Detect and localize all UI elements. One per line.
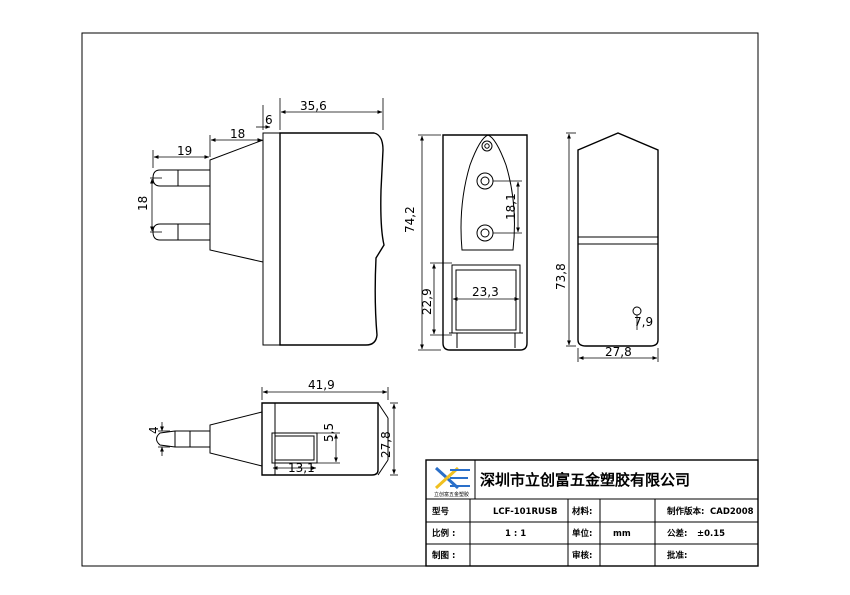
version-value: CAD2008 bbox=[710, 507, 754, 517]
dim-side-width: 35,6 bbox=[300, 99, 327, 113]
dim-side-pin-base: 18 bbox=[230, 127, 245, 141]
unit-label: 单位: bbox=[572, 528, 592, 539]
dim-top-pin-dia: 4 bbox=[147, 426, 161, 434]
drawing-frame bbox=[81, 32, 759, 567]
front-socket-lower bbox=[476, 224, 494, 242]
scale-value: 1 : 1 bbox=[505, 529, 526, 539]
company-name: 深圳市立创富五金塑胶有限公司 bbox=[480, 471, 690, 489]
dim-front-height: 74,2 bbox=[403, 206, 417, 233]
front-socket-upper bbox=[476, 172, 494, 190]
dim-side-pin-gap: 18 bbox=[136, 196, 150, 211]
top-pin bbox=[156, 430, 210, 448]
side-view: 35,6 6 18 19 18 bbox=[136, 98, 385, 346]
approve-label: 批准: bbox=[667, 550, 687, 561]
version-label: 制作版本: bbox=[667, 506, 704, 517]
review-label: 审核: bbox=[572, 550, 592, 561]
back-hole bbox=[632, 306, 642, 316]
dim-front-pin-spacing: 18,1 bbox=[504, 193, 518, 220]
front-view: 74,2 18,1 22,9 23,3 bbox=[403, 134, 528, 351]
dim-top-length: 41,9 bbox=[308, 378, 335, 392]
logo-text: 立创富五金塑胶 bbox=[434, 491, 469, 498]
dim-front-usb-width: 23,3 bbox=[472, 285, 499, 299]
front-screw-hole bbox=[481, 140, 493, 152]
dim-top-depth: 27,8 bbox=[379, 431, 393, 458]
scale-label: 比例 : bbox=[432, 528, 455, 539]
top-usb-port bbox=[271, 432, 318, 464]
dim-side-ridge: 6 bbox=[265, 113, 273, 127]
company-logo: 立创富五金塑胶 bbox=[434, 466, 470, 498]
dim-back-hole: 7,9 bbox=[634, 315, 653, 329]
dim-front-usb-height: 22,9 bbox=[420, 288, 434, 315]
dim-back-width: 27,8 bbox=[605, 345, 632, 359]
unit-value: mm bbox=[613, 529, 631, 539]
material-label: 材料: bbox=[571, 506, 592, 517]
back-view: 73,8 7,9 27,8 bbox=[554, 132, 659, 362]
dim-side-pin-length: 19 bbox=[177, 144, 192, 158]
tolerance-value: ±0.15 bbox=[697, 529, 725, 539]
dim-top-usb-width: 13,1 bbox=[288, 461, 315, 475]
drawn-label: 制图 : bbox=[432, 550, 455, 561]
tolerance-label: 公差: bbox=[667, 528, 687, 539]
dim-top-usb-height: 5,5 bbox=[322, 423, 336, 442]
model-value: LCF-101RUSB bbox=[493, 507, 558, 517]
title-block: 立创富五金塑胶 深圳市立创富五金塑胶有限公司 型号 LCF-101RUSB 材料… bbox=[425, 459, 759, 567]
top-view: 41,9 4 5,5 13,1 27,8 bbox=[147, 378, 398, 476]
dim-back-height: 73,8 bbox=[554, 263, 568, 290]
model-label: 型号 bbox=[432, 506, 450, 517]
